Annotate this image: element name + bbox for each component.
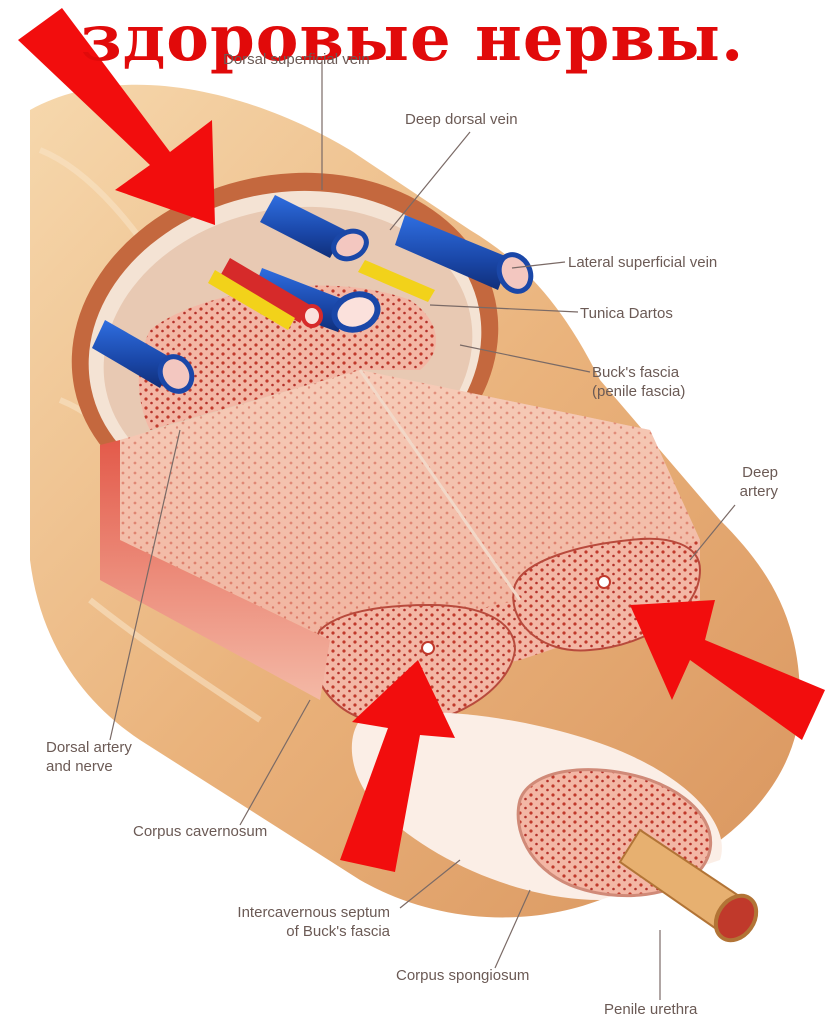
label-tunica-dartos: Tunica Dartos <box>580 304 673 323</box>
label-deep-dorsal-vein: Deep dorsal vein <box>405 110 518 129</box>
label-bucks-fascia: Buck's fascia (penile fascia) <box>592 363 685 401</box>
page-title: здоровые нервы. <box>0 4 825 74</box>
label-dorsal-artery-and-nerve: Dorsal artery and nerve <box>46 738 132 776</box>
label-corpus-spongiosum: Corpus spongiosum <box>396 966 529 985</box>
label-intercavernous-septum: Intercavernous septum of Buck's fascia <box>160 903 390 941</box>
label-corpus-cavernosum: Corpus cavernosum <box>133 822 267 841</box>
label-dorsal-superficial-vein: Dorsal superficial vein <box>223 50 370 69</box>
label-lateral-superficial-vein: Lateral superficial vein <box>568 253 717 272</box>
label-deep-artery: Deep artery <box>700 463 778 501</box>
label-penile-urethra: Penile urethra <box>604 1000 697 1019</box>
